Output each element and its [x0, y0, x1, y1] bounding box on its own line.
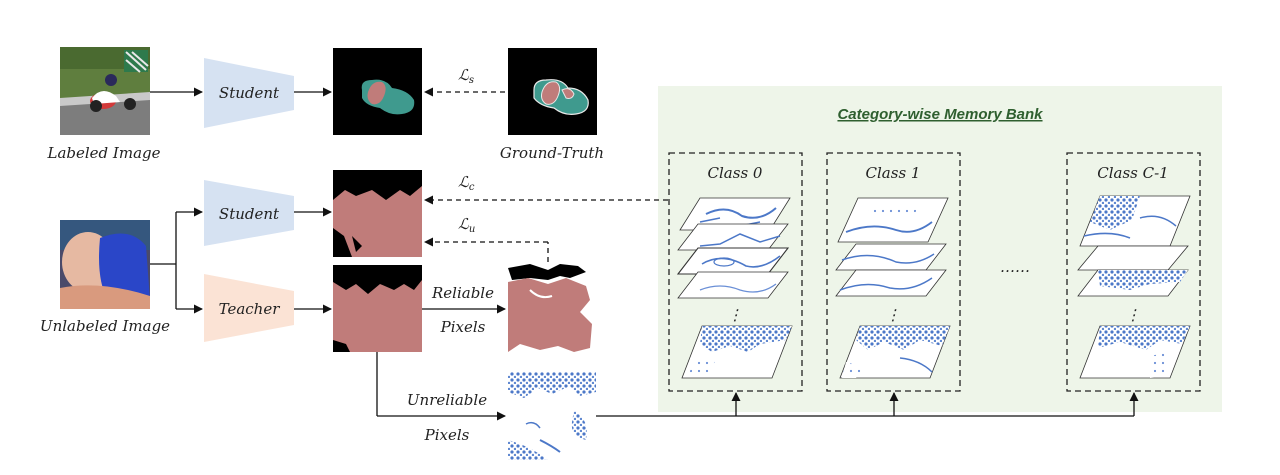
unreliable-label-2: Pixels [424, 426, 470, 444]
class-box-c-1: Class C-1 ⋮ [1066, 152, 1201, 392]
loss-c-label: ℒc [458, 173, 475, 193]
vertical-ellipsis-c-1: ⋮ [1126, 306, 1141, 324]
reliable-pixels-mask [508, 264, 592, 352]
loss-u-label: ℒu [458, 215, 475, 235]
teacher-label: Teacher [219, 300, 281, 318]
vertical-ellipsis-0: ⋮ [728, 306, 743, 324]
labeled-image [60, 47, 150, 135]
vertical-ellipsis-1: ⋮ [886, 306, 901, 324]
reliable-label-2: Pixels [440, 318, 486, 336]
unlabeled-image-caption: Unlabeled Image [40, 317, 170, 335]
ground-truth-caption: Ground-Truth [500, 144, 604, 162]
student-unlabeled-prediction [333, 170, 422, 257]
teacher-block [204, 274, 294, 342]
student-top-block [204, 58, 294, 128]
horizontal-ellipsis: …… [1000, 258, 1030, 276]
unlabeled-image [60, 220, 150, 309]
teacher-prediction [333, 265, 422, 352]
class-label-0: Class 0 [708, 164, 763, 182]
labeled-image-caption: Labeled Image [47, 144, 161, 162]
class-label-c-1: Class C-1 [1097, 164, 1168, 182]
loss-s-label: ℒs [458, 66, 474, 86]
reliable-label-1: Reliable [431, 284, 494, 302]
student-top-label: Student [219, 84, 280, 102]
labeled-prediction-mask [333, 48, 422, 135]
student-mid-block [204, 180, 294, 246]
class-box-0: Class 0 ⋮ [668, 152, 803, 392]
unreliable-pixels-map [508, 372, 596, 460]
class-box-1: Class 1 ⋮ [826, 152, 961, 392]
student-mid-label: Student [219, 205, 280, 223]
memory-bank-title: Category-wise Memory Bank [837, 106, 1043, 123]
unreliable-label-1: Unreliable [407, 391, 487, 409]
ground-truth-mask [508, 48, 597, 135]
class-label-1: Class 1 [866, 164, 921, 182]
